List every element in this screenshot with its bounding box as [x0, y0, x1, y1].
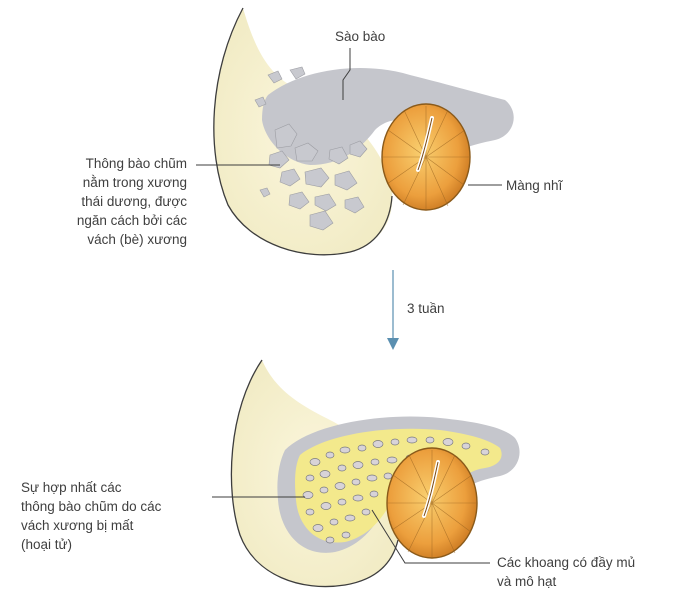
label-cell-fusion: Sự hợp nhất các thông bào chũm do các vá… [21, 478, 161, 554]
label-mastoid-cells-line2: nằm trong xương [27, 173, 187, 192]
label-time-arrow: 3 tuần [407, 299, 445, 318]
label-cell-fusion-line4: (hoại tử) [21, 535, 161, 554]
label-eardrum: Màng nhĩ [506, 176, 562, 195]
label-cell-fusion-line3: vách xương bị mất [21, 516, 161, 535]
label-mastoid-cells-line5: vách (bè) xương [27, 230, 187, 249]
label-mastoid-cells-line1: Thông bào chũm [27, 154, 187, 173]
label-pus-cavities: Các khoang có đầy mủ và mô hạt [497, 553, 635, 591]
label-mastoid-cells: Thông bào chũm nằm trong xương thái dươn… [27, 154, 187, 249]
label-mastoid-cells-line3: thái dương, được [27, 192, 187, 211]
time-arrow [387, 270, 399, 350]
bottom-eardrum [387, 448, 477, 558]
bottom-diagram [212, 360, 520, 587]
label-pus-cavities-line2: và mô hạt [497, 572, 635, 591]
label-cell-fusion-line1: Sự hợp nhất các [21, 478, 161, 497]
label-pus-cavities-line1: Các khoang có đầy mủ [497, 553, 635, 572]
label-antrum: Sào bào [335, 27, 385, 46]
label-cell-fusion-line2: thông bào chũm do các [21, 497, 161, 516]
top-eardrum [382, 104, 470, 210]
label-mastoid-cells-line4: ngăn cách bởi các [27, 211, 187, 230]
